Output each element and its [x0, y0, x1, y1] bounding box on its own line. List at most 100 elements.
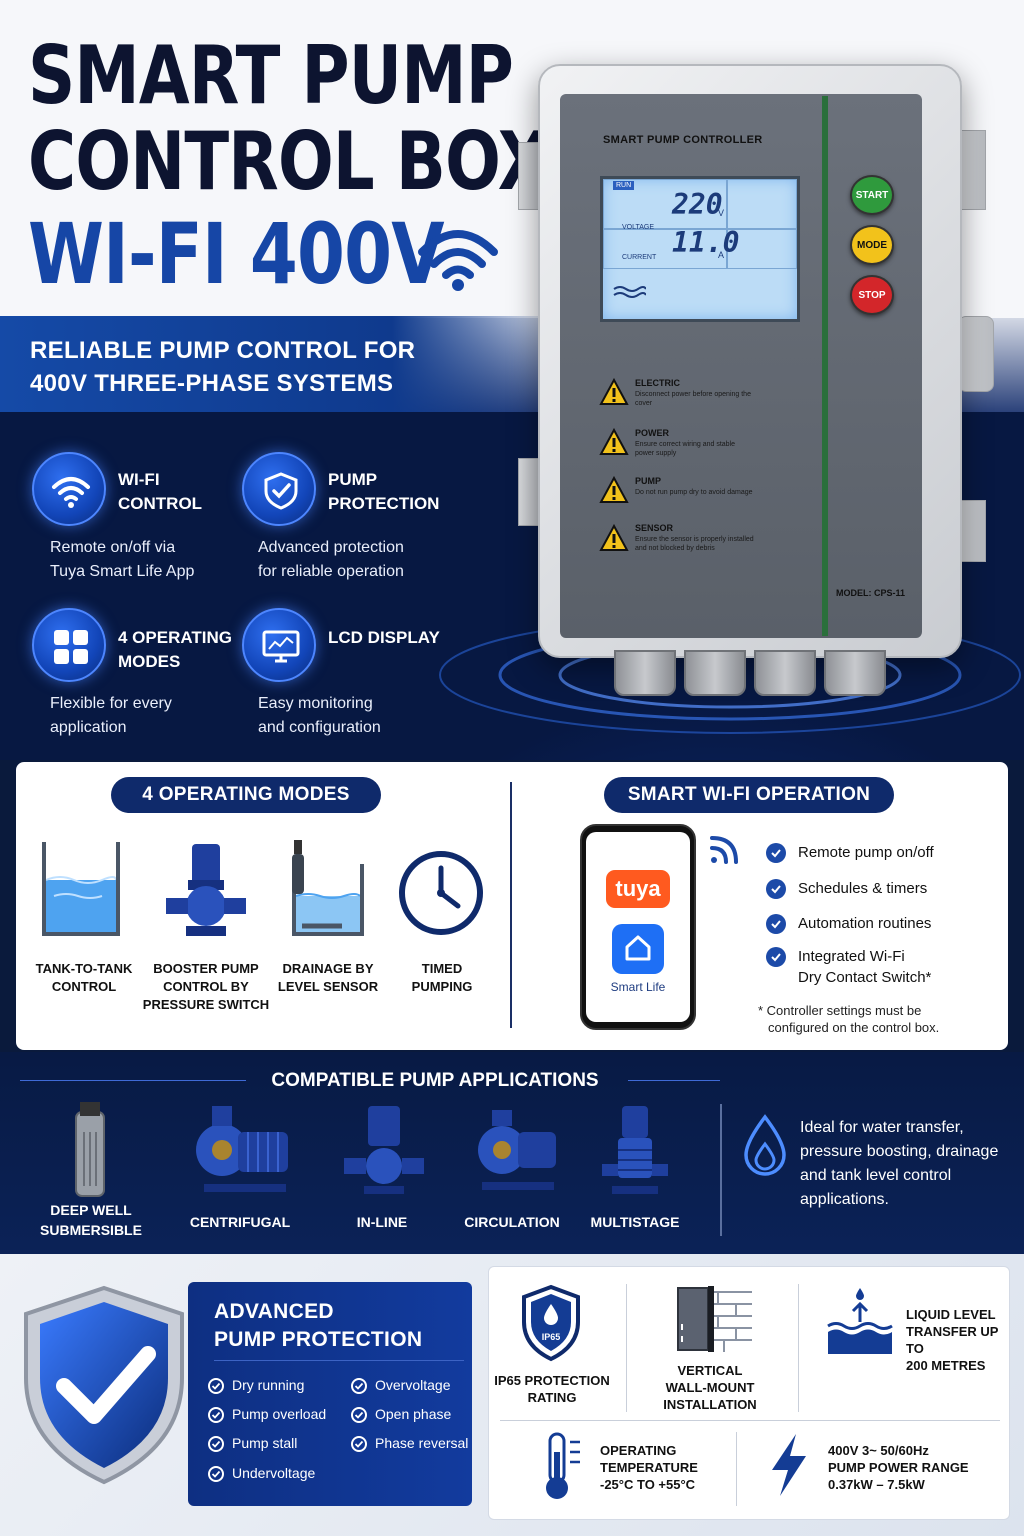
spec-line: LIQUID LEVEL	[906, 1307, 996, 1322]
spec-divider	[500, 1420, 1000, 1421]
wifi-signal-icon	[710, 836, 738, 864]
pump-caption-line: DEEP WELL	[50, 1202, 132, 1218]
spec-line: OPERATING	[600, 1443, 677, 1458]
ideal-line: applications.	[800, 1191, 889, 1208]
spec-line: TEMPERATURE	[600, 1460, 698, 1475]
feature-wifi-badge	[32, 452, 106, 526]
mode-booster: BOOSTER PUMP CONTROL BY PRESSURE SWITCH	[140, 960, 272, 1014]
pump-deep-well: DEEP WELL SUBMERSIBLE	[30, 1200, 152, 1240]
lcd-current-value: 11.0	[672, 226, 740, 259]
lcd-voltage-value: 220	[672, 188, 723, 221]
lightning-bolt-icon	[772, 1434, 806, 1496]
tank-icon	[42, 842, 120, 936]
booster-pump-icon	[166, 844, 246, 936]
mode-button[interactable]: MODE	[850, 225, 894, 265]
submersible-pump-icon	[75, 1102, 105, 1197]
check-icon	[208, 1407, 224, 1423]
device-mount-tab	[958, 316, 994, 392]
model-number: MODEL: CPS-11	[836, 588, 906, 598]
warning-desc: Disconnect power before opening the cove…	[635, 391, 751, 407]
spec-line: TRANSFER UP TO	[906, 1324, 999, 1356]
mode-caption-line: CONTROL BY	[163, 979, 249, 994]
check-icon	[766, 843, 786, 863]
protection-divider	[214, 1360, 464, 1361]
feature-wifi-title-2: CONTROL	[118, 494, 203, 513]
spec-power: 400V 3~ 50/60Hz PUMP POWER RANGE 0.37kW …	[828, 1442, 1004, 1493]
spec-line: 400V 3~ 50/60Hz	[828, 1443, 929, 1458]
cable-gland	[754, 650, 816, 696]
protection-title-1: ADVANCED	[214, 1300, 334, 1323]
feature-lcd-title: LCD DISPLAY	[328, 628, 440, 647]
spec-divider	[626, 1284, 627, 1412]
warning-title: SENSOR	[635, 523, 674, 533]
spec-line: WALL-MOUNT	[665, 1380, 755, 1395]
pump-inline: IN-LINE	[356, 1214, 408, 1230]
lcd-voltage-label: VOLTAGE	[622, 224, 655, 231]
check-icon	[351, 1436, 367, 1452]
ip65-shield-icon: IP65	[522, 1284, 580, 1362]
feature-protection-badge	[242, 452, 316, 526]
check-icon	[208, 1466, 224, 1482]
spec-line: INSTALLATION	[663, 1397, 757, 1412]
mode-caption-line: LEVEL SENSOR	[277, 979, 379, 994]
note-line: configured on the control box.	[768, 1020, 940, 1035]
shield-check-icon	[24, 1285, 184, 1485]
water-level-icon	[613, 286, 646, 298]
drainage-sensor-icon	[292, 840, 364, 936]
warning-icon	[599, 428, 629, 455]
tagline-band	[0, 316, 560, 412]
feature-lcd-desc-1: Easy monitoring	[258, 695, 373, 712]
lcd-current-label: CURRENT	[622, 254, 657, 261]
spec-divider	[736, 1432, 737, 1506]
spec-line: VERTICAL	[677, 1363, 743, 1378]
feature-lcd-desc-2: and configuration	[258, 719, 381, 736]
compatible-heading: COMPATIBLE PUMP APPLICATIONS	[271, 1070, 599, 1091]
feature-modes-desc: Flexible for every application	[50, 692, 172, 740]
tuya-app-icon[interactable]: tuya	[606, 870, 670, 908]
note-line: * Controller settings must be	[758, 1003, 922, 1018]
ideal-line: and tank level control	[800, 1167, 952, 1184]
heading-line	[628, 1080, 720, 1081]
feature-protection-desc: Advanced protection for reliable operati…	[258, 536, 404, 584]
spec-line: PUMP POWER RANGE	[828, 1460, 969, 1475]
heading-line	[20, 1080, 246, 1081]
warning-title: ELECTRIC	[635, 378, 680, 388]
check-icon	[208, 1378, 224, 1394]
device-latch	[958, 130, 986, 210]
wifi-icon	[418, 230, 498, 291]
stop-button[interactable]: STOP	[850, 275, 894, 315]
ideal-applications: Ideal for water transfer, pressure boost…	[800, 1116, 1010, 1212]
feature-modes-badge	[32, 608, 106, 682]
panel-divider	[822, 96, 828, 636]
feature-wifi-desc-2: Tuya Smart Life App	[50, 563, 195, 580]
protection-item: Open phase	[375, 1406, 452, 1422]
spec-line: IP65 PROTECTION	[494, 1373, 610, 1388]
check-icon	[208, 1436, 224, 1452]
protection-title: ADVANCED PUMP PROTECTION	[214, 1298, 422, 1354]
check-icon	[351, 1378, 367, 1394]
shield-check-icon	[264, 472, 298, 510]
wifi-feature: Remote pump on/off	[798, 844, 934, 861]
smart-life-label: Smart Life	[610, 980, 666, 994]
protection-title-2: PUMP PROTECTION	[214, 1328, 423, 1351]
wifi-icon	[52, 477, 90, 508]
protection-item: Dry running	[232, 1377, 305, 1393]
multistage-pump-icon	[602, 1106, 668, 1194]
check-icon	[766, 879, 786, 899]
feature-lcd-desc: Easy monitoring and configuration	[258, 692, 381, 740]
card-divider	[510, 782, 512, 1028]
mode-caption-line: DRAINAGE BY	[282, 961, 374, 976]
feature-wifi-desc-1: Remote on/off via	[50, 539, 176, 556]
smart-life-app-icon[interactable]	[612, 924, 664, 974]
spec-line: 200 METRES	[906, 1358, 986, 1373]
circulation-pump-icon	[478, 1110, 556, 1190]
feature-lcd-badge	[242, 608, 316, 682]
cable-gland	[684, 650, 746, 696]
start-button[interactable]: START	[850, 175, 894, 215]
monitor-icon	[262, 630, 300, 663]
protection-item: Overvoltage	[375, 1377, 451, 1393]
pump-circulation: CIRCULATION	[464, 1214, 560, 1230]
mode-caption-line: CONTROL	[51, 979, 117, 994]
pump-caption-line: SUBMERSIBLE	[40, 1222, 142, 1238]
spec-line: RATING	[527, 1390, 577, 1405]
